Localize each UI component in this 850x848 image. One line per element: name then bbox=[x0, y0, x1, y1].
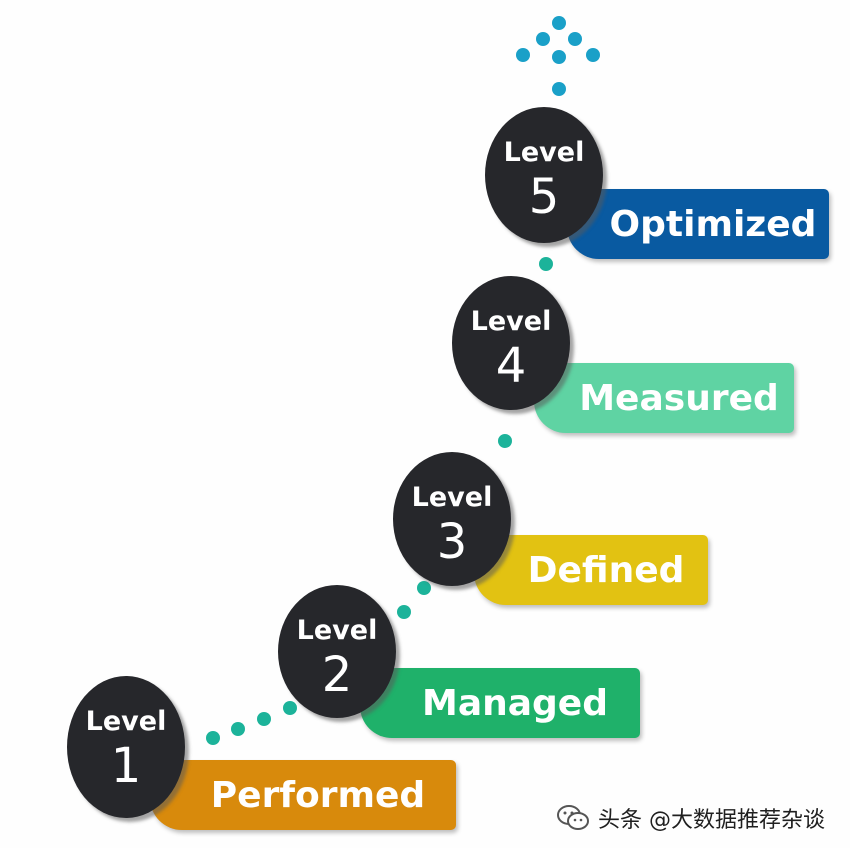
wechat-icon bbox=[557, 805, 589, 830]
path-dot bbox=[417, 581, 431, 595]
level-1-circle: Level 1 bbox=[67, 676, 185, 818]
level-4-name: Measured bbox=[579, 377, 779, 419]
watermark: 头条 @大数据推荐杂谈 bbox=[556, 798, 846, 838]
level-2-banner: Managed bbox=[360, 668, 640, 738]
path-dot bbox=[498, 434, 512, 448]
path-dot bbox=[257, 712, 271, 726]
level-3-name: Defined bbox=[527, 549, 685, 591]
level-2-number: 2 bbox=[321, 647, 353, 703]
level-5-circle: Level 5 bbox=[485, 107, 603, 243]
level-2-label: Level bbox=[296, 615, 378, 646]
level-3-label: Level bbox=[411, 482, 493, 513]
path-dot bbox=[206, 731, 220, 745]
arrow-dot bbox=[552, 82, 566, 96]
level-5-name: Optimized bbox=[609, 203, 817, 245]
level-3-circle: Level 3 bbox=[393, 452, 511, 586]
level-5-number: 5 bbox=[528, 169, 560, 225]
path-dot bbox=[539, 257, 553, 271]
level-5-label: Level bbox=[503, 137, 585, 168]
arrow-dot bbox=[586, 48, 600, 62]
level-3-number: 3 bbox=[436, 514, 468, 570]
level-3-banner: Defined bbox=[474, 535, 708, 605]
arrow-dot bbox=[536, 32, 550, 46]
arrow-dot bbox=[552, 16, 566, 30]
level-1-name: Performed bbox=[210, 774, 426, 816]
path-dot bbox=[397, 605, 411, 619]
arrow-dot bbox=[568, 32, 582, 46]
level-4-banner: Measured bbox=[534, 363, 794, 433]
level-1-label: Level bbox=[85, 706, 167, 737]
level-4-circle: Level 4 bbox=[452, 276, 570, 410]
level-4-label: Level bbox=[470, 306, 552, 337]
level-4-number: 4 bbox=[495, 338, 527, 394]
level-5-banner: Optimized bbox=[567, 189, 829, 259]
level-1-number: 1 bbox=[110, 738, 142, 794]
level-1-banner: Performed bbox=[150, 760, 456, 830]
arrow-dot bbox=[552, 50, 566, 64]
level-2-name: Managed bbox=[422, 682, 608, 724]
arrow-dot bbox=[516, 48, 530, 62]
path-dot bbox=[283, 701, 297, 715]
watermark-text: 头条 @大数据推荐杂谈 bbox=[598, 808, 825, 833]
level-2-circle: Level 2 bbox=[278, 585, 396, 718]
path-dot bbox=[231, 722, 245, 736]
